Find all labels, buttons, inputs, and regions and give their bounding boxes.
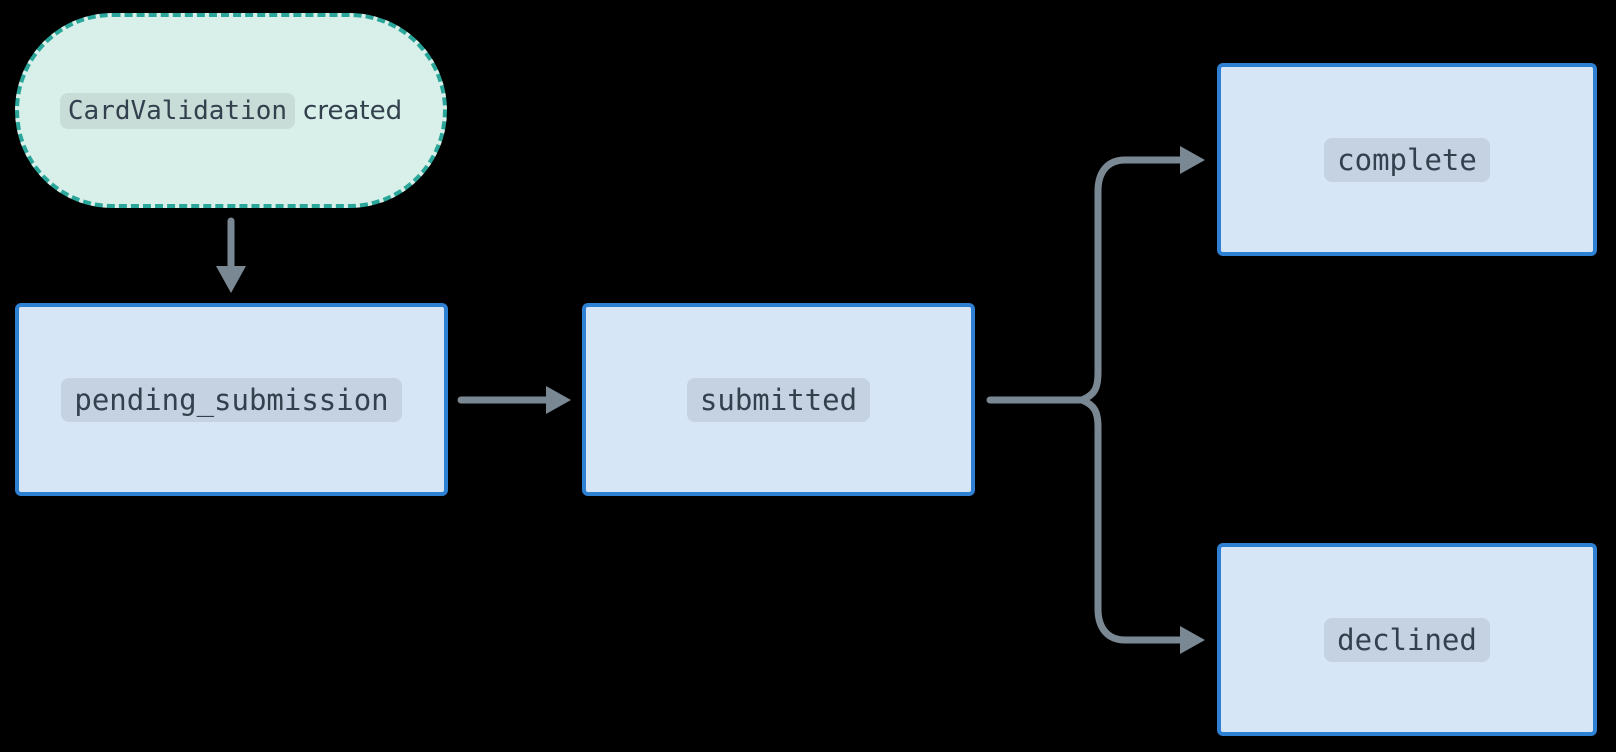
state-label-badge: complete: [1324, 137, 1490, 182]
node-submitted: submitted: [582, 303, 975, 496]
arrowhead-down-icon: [216, 266, 246, 293]
node-event-created: CardValidation created: [15, 13, 447, 208]
arrowhead-right-icon: [546, 386, 571, 414]
event-class-badge: CardValidation: [59, 92, 296, 129]
edge-submitted-to-declined-line: [1078, 396, 1184, 644]
node-complete: complete: [1217, 63, 1597, 256]
arrowhead-right-icon: [1180, 626, 1205, 654]
edge-submitted-to-complete-line: [1078, 156, 1184, 404]
node-declined: declined: [1217, 543, 1597, 736]
event-action-label: created: [303, 95, 403, 126]
arrowhead-right-icon: [1180, 146, 1205, 174]
state-label-badge: pending_submission: [61, 377, 402, 422]
state-label-badge: declined: [1324, 617, 1490, 662]
state-label-badge: submitted: [686, 377, 871, 422]
node-pending-submission: pending_submission: [15, 303, 448, 496]
